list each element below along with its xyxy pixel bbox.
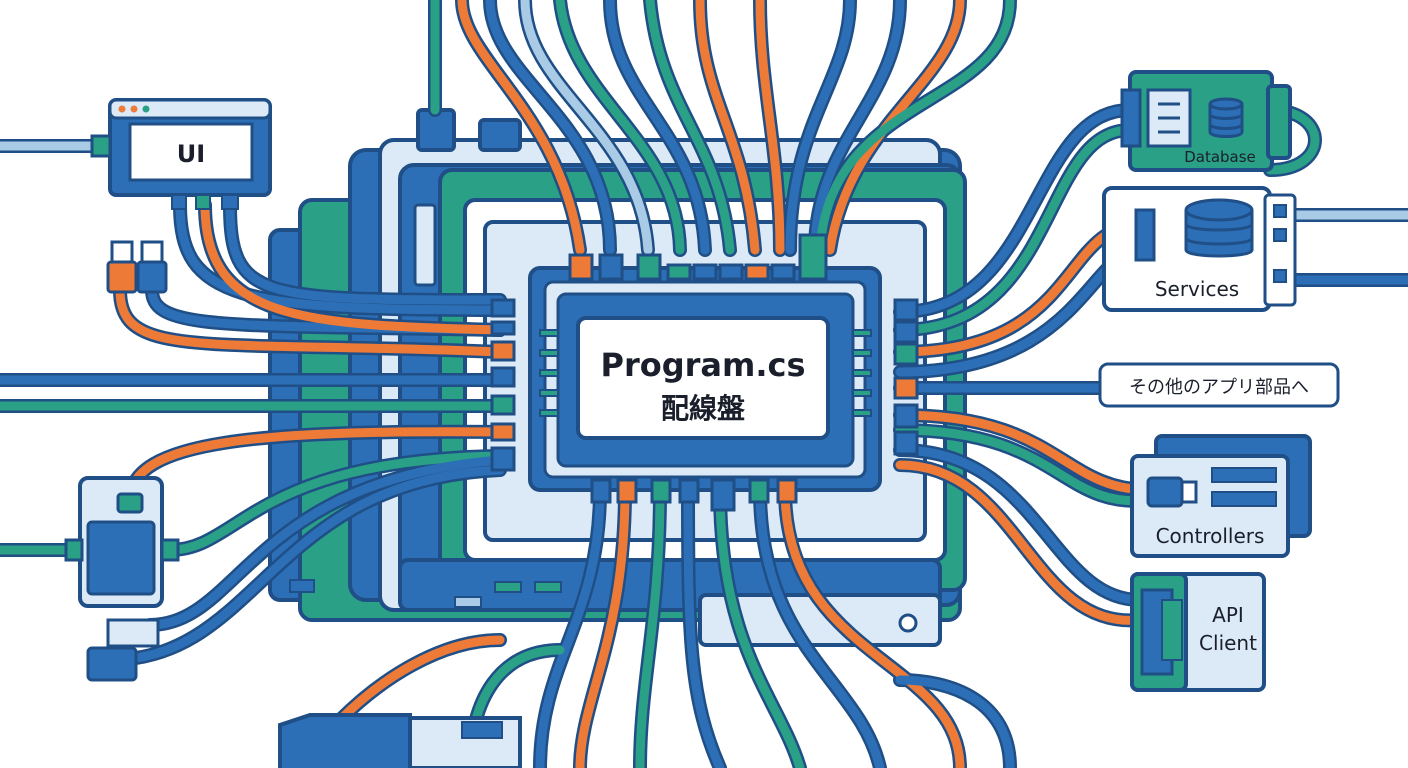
controllers-module: Controllers bbox=[1130, 434, 1312, 558]
ui-label: UI bbox=[177, 140, 205, 168]
server-icon bbox=[1184, 198, 1254, 258]
plug-icon bbox=[1146, 476, 1198, 508]
ui-module: UI bbox=[90, 98, 272, 210]
other-parts-callout: その他のアプリ部品へ bbox=[1098, 362, 1340, 408]
api-client-label-line2: Client bbox=[1199, 631, 1257, 655]
program-label-plate bbox=[576, 316, 830, 440]
database-icon bbox=[1208, 97, 1244, 138]
program-title: Program.cs bbox=[600, 346, 805, 384]
program-subtitle: 配線盤 bbox=[661, 392, 746, 425]
other-parts-label: その他のアプリ部品へ bbox=[1129, 377, 1309, 398]
services-label: Services bbox=[1155, 277, 1239, 301]
left-device bbox=[64, 476, 180, 608]
database-module: Database bbox=[1120, 70, 1292, 172]
cable-connector-icon bbox=[86, 618, 160, 682]
api-client-module: API Client bbox=[1130, 572, 1266, 692]
controllers-label: Controllers bbox=[1156, 524, 1265, 548]
bottom-left-box bbox=[278, 713, 522, 768]
central-chip: Program.cs 配線盤 bbox=[528, 266, 882, 492]
services-module: Services bbox=[1102, 186, 1297, 312]
usb-plug-icon bbox=[106, 240, 168, 294]
chip-connectors bbox=[490, 233, 919, 512]
api-client-label-line1: API bbox=[1212, 603, 1244, 627]
database-label: Database bbox=[1184, 148, 1256, 166]
